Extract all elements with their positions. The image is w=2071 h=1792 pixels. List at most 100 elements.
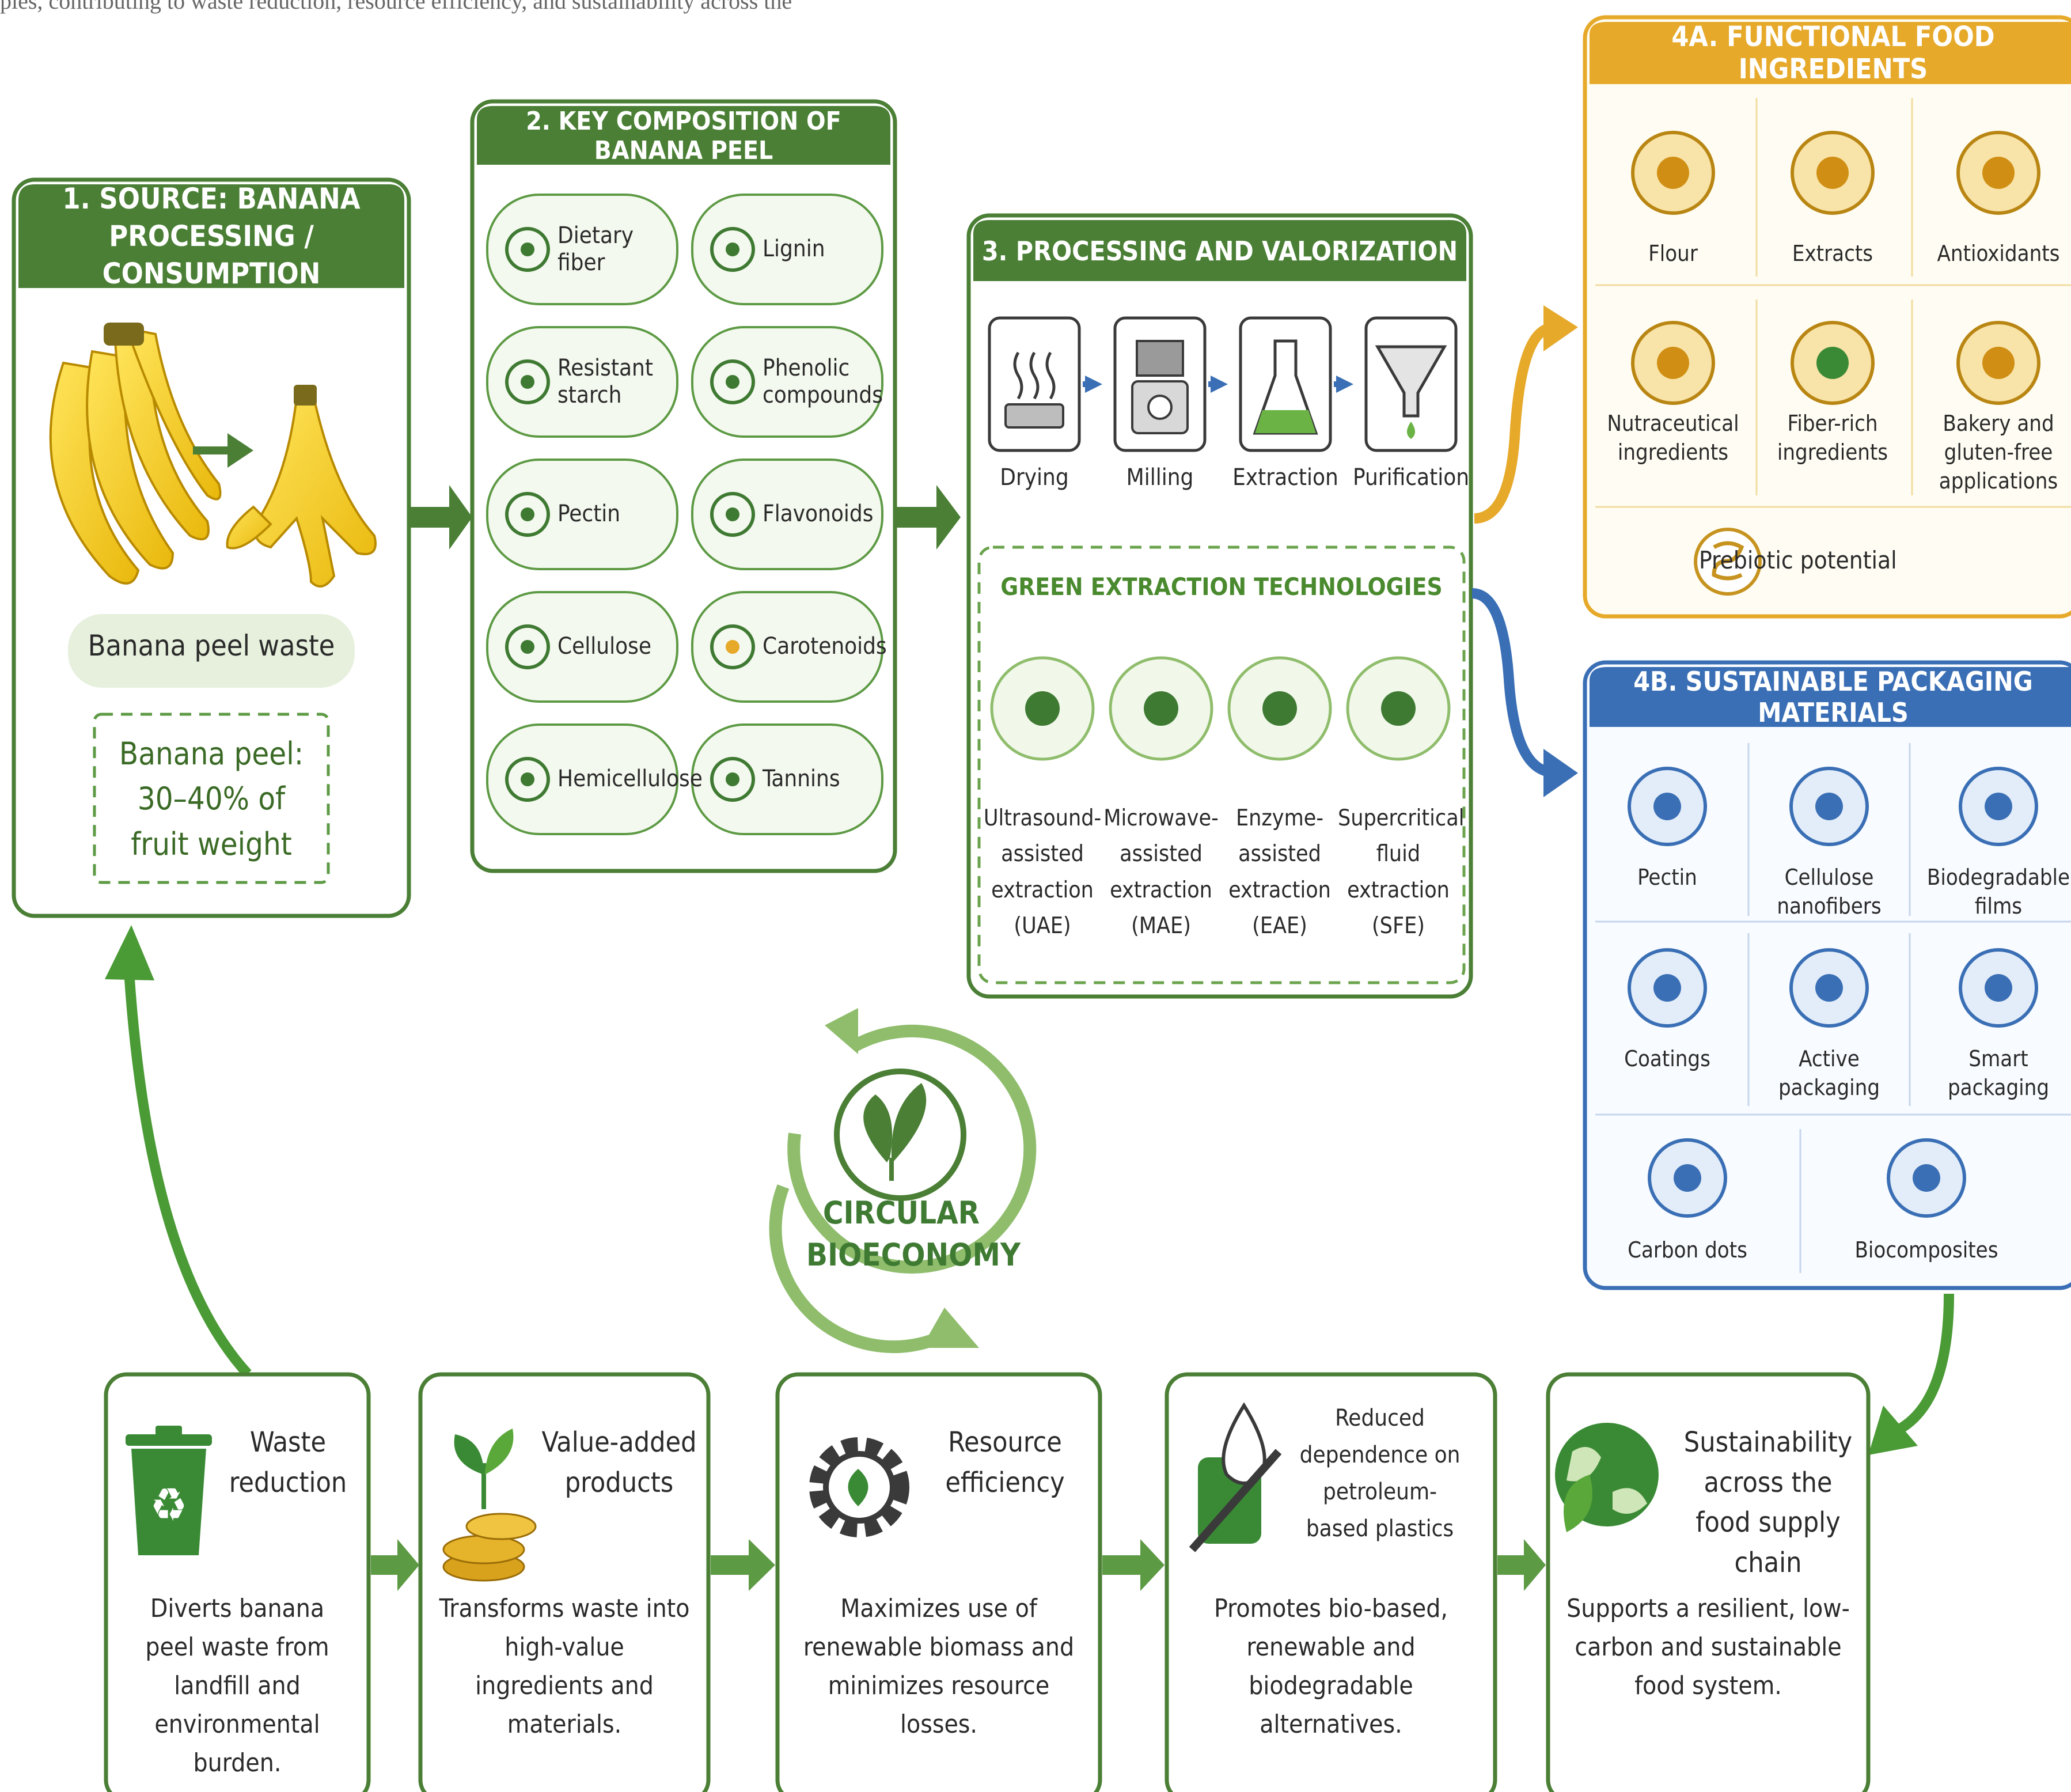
green-tech-label: Microwave-assisted extraction (MAE) <box>1103 805 1219 939</box>
wheat-icon <box>505 227 550 272</box>
orange-sphere-icon <box>710 624 755 669</box>
functional-food-label: Flour <box>1648 241 1698 266</box>
circular-bioeconomy-icon <box>769 1008 1037 1354</box>
step-arrow <box>1336 376 1353 393</box>
top-clipped-caption: ples, contributing to waste reduction, r… <box>0 0 792 14</box>
composition-item <box>691 194 883 305</box>
banana-bunch-icon <box>49 323 222 585</box>
panel-processing <box>966 213 1473 999</box>
composition-label: Dietary fiber <box>557 222 634 276</box>
functional-food-label: Nutraceutical ingredients <box>1607 411 1739 465</box>
benefit-title: Resource efficiency <box>945 1426 1065 1499</box>
functional-food-icon <box>1791 131 1875 215</box>
phenolic-ring-icon <box>710 359 755 404</box>
packaging-label: Cellulose nanofibers <box>1777 865 1882 919</box>
packaging-icon <box>1648 1138 1727 1218</box>
step-arrow <box>1211 376 1228 393</box>
composition-item <box>486 459 678 570</box>
peel-weight-note: Banana peel: 30–40% of fruit weight <box>119 736 304 862</box>
functional-food-icon <box>1631 321 1715 405</box>
benefit-description: Diverts banana peel waste from landfill … <box>145 1594 329 1778</box>
arrow-to-4b <box>1471 588 1551 777</box>
packaging-icon <box>1959 767 2038 846</box>
bottom-arrows <box>371 1539 1546 1591</box>
benefit-description: Transforms waste into high-value ingredi… <box>439 1594 690 1739</box>
benefit-title: Sustainability across the food supply ch… <box>1683 1426 1853 1579</box>
arrow-to-4a <box>1474 323 1551 524</box>
composition-label: Resistant starch <box>557 354 653 408</box>
coins-sprout-icon <box>442 1429 537 1582</box>
shield-icon <box>710 757 755 802</box>
benefit-description: Supports a resilient, low-carbon and sus… <box>1566 1594 1850 1700</box>
composition-item <box>691 591 883 703</box>
arrow-loop-back <box>124 979 252 1378</box>
process-step-label: Extraction <box>1232 464 1338 491</box>
packaging-label: Carbon dots <box>1628 1237 1747 1263</box>
functional-food-icon <box>1956 321 2040 405</box>
functional-food-icon <box>1791 321 1875 405</box>
packaging-icon <box>1789 767 1869 846</box>
functional-food-label: Antioxidants <box>1937 241 2060 266</box>
packaging-icon <box>1887 1138 1966 1218</box>
composition-item <box>486 723 678 835</box>
packaging-label: Biodegradable films <box>1926 865 2070 919</box>
arrow-2-to-3 <box>896 485 961 550</box>
process-step-label: Drying <box>1000 464 1069 491</box>
leaf-icon <box>710 492 755 537</box>
molecule-icon <box>710 227 755 272</box>
functional-food-icon <box>1956 131 2040 215</box>
process-step-icon <box>988 316 1081 452</box>
packaging-icon <box>1959 948 2038 1028</box>
packaging-label: Smart packaging <box>1947 1046 2050 1101</box>
composition-label: Hemicellulose <box>557 766 703 793</box>
benefit-title: Value-added products <box>541 1426 697 1499</box>
processing-panel-title: 3. PROCESSING AND VALORIZATION <box>981 236 1458 267</box>
gear-leaf-icon <box>809 1437 909 1537</box>
green-tech-icon <box>1227 656 1332 761</box>
benefit-description: Promotes bio-based, renewable and biodeg… <box>1214 1594 1448 1739</box>
peel-arrow <box>193 433 253 468</box>
oil-drop-barrel-icon <box>1189 1402 1282 1552</box>
composition-item <box>691 326 883 438</box>
arrow-1-to-2 <box>409 485 472 550</box>
granules-icon <box>505 359 550 404</box>
process-step-icon <box>1113 316 1207 452</box>
svg-text:♻: ♻ <box>150 1478 188 1532</box>
benefit-description: Maximizes use of renewable biomass and m… <box>803 1594 1075 1739</box>
functional-food-title: 4A. FUNCTIONAL FOOD INGREDIENTS <box>1671 21 1995 85</box>
green-tech-label: Ultrasound-assisted extraction (UAE) <box>983 805 1102 939</box>
composition-item <box>486 326 678 438</box>
process-step-icon <box>1239 316 1332 452</box>
banana-peel-icon <box>226 385 377 588</box>
composition-label: Flavonoids <box>763 501 874 528</box>
globe-leaves-icon <box>1555 1423 1659 1532</box>
arrow-4b-to-sustainability <box>1898 1293 1954 1433</box>
branch-icon <box>505 757 550 802</box>
step-arrow <box>1085 376 1102 393</box>
trash-bin-icon: ♻ <box>126 1426 212 1555</box>
source-panel-title: 1. SOURCE: BANANA PROCESSING / CONSUMPTI… <box>62 181 361 290</box>
composition-label: Tannins <box>763 766 840 793</box>
composition-item <box>691 459 883 570</box>
composition-label: Carotenoids <box>763 633 887 660</box>
composition-panel-title: 2. KEY COMPOSITION OF BANANA PEEL <box>526 107 841 165</box>
packaging-icon <box>1628 948 1707 1028</box>
packaging-label: Coatings <box>1624 1046 1710 1071</box>
packaging-title: 4B. SUSTAINABLE PACKAGING MATERIALS <box>1633 666 2033 728</box>
panel-functional-food <box>1583 15 2071 619</box>
packaging-label: Pectin <box>1637 865 1697 890</box>
composition-item <box>486 194 678 305</box>
benefit-title: Waste reduction <box>229 1426 347 1499</box>
green-tech-icon <box>1109 656 1213 761</box>
composition-label: Lignin <box>763 236 825 263</box>
composition-label: Phenolic compounds <box>763 354 883 408</box>
process-step-label: Milling <box>1126 464 1194 491</box>
functional-food-icon <box>1631 131 1715 215</box>
benefit-title: Reduced dependence on petroleum-based pl… <box>1299 1405 1461 1542</box>
packaging-label: Biocomposites <box>1854 1237 1998 1263</box>
process-step-icon <box>1364 316 1458 452</box>
green-tech-icon <box>990 656 1095 761</box>
green-extraction-title: GREEN EXTRACTION TECHNOLOGIES <box>1000 573 1443 601</box>
functional-food-label: Extracts <box>1792 241 1873 266</box>
